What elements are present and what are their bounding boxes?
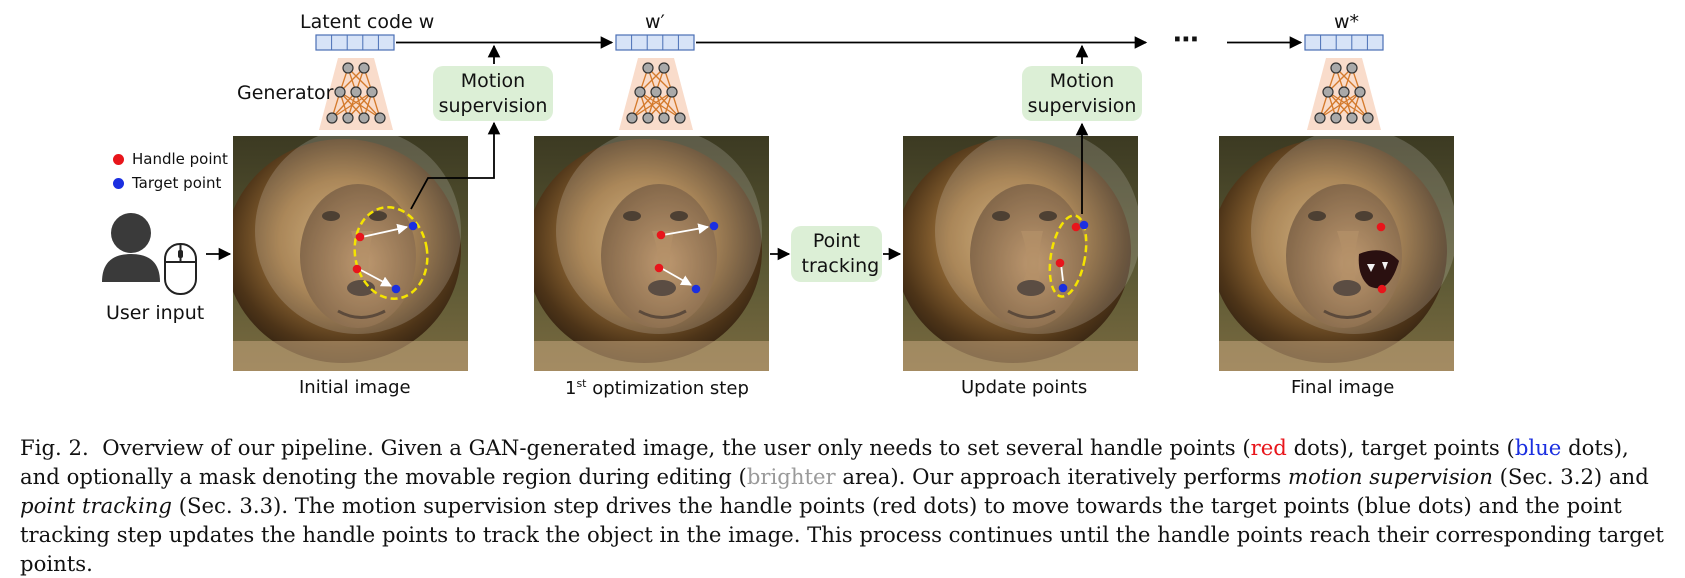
initial-image-label: Initial image: [299, 377, 411, 398]
caption-text: (Sec. 3.2) and: [1492, 464, 1649, 489]
update-points-image: [903, 136, 1138, 371]
initial-image: [233, 136, 468, 371]
final-image-label: Final image: [1291, 377, 1395, 398]
caption-text: dots), target points (: [1286, 435, 1515, 460]
figure-caption: Fig. 2. Overview of our pipeline. Given …: [20, 433, 1668, 578]
caption-red-word: red: [1250, 435, 1287, 460]
caption-text: (Sec. 3.3). The motion supervision step …: [20, 493, 1664, 576]
w-star-label: w*: [1334, 11, 1360, 33]
user-input-label: User input: [106, 302, 205, 324]
diagram-canvas: [102, 34, 1454, 371]
caption-blue-word: blue: [1514, 435, 1562, 460]
step-number: 1: [565, 378, 577, 399]
final-image: [1219, 136, 1454, 371]
latent-code-label: Latent code w: [300, 11, 435, 33]
step-text: optimization step: [586, 378, 749, 399]
latent-code-w: [315, 34, 395, 51]
user-icon: [102, 213, 160, 282]
legend-handle-label: Handle point: [132, 150, 228, 168]
motion-supervision-label: Motion supervision: [1027, 69, 1137, 117]
motion-supervision-label: Motion supervision: [438, 69, 548, 117]
w-prime-label: w′: [645, 11, 665, 33]
generator-2: [618, 57, 694, 131]
point-tracking-label: Point tracking: [801, 230, 880, 277]
point-tracking-box: Point tracking: [791, 226, 882, 282]
legend-handle: Handle point: [113, 150, 228, 168]
caption-text: area). Our approach iteratively performs: [835, 464, 1289, 489]
caption-fig-number: Fig. 2.: [20, 435, 89, 460]
caption-point-tracking: point tracking: [20, 493, 172, 518]
first-step-label: 1st optimization step: [565, 377, 749, 399]
handle-dot-icon: [113, 153, 124, 165]
legend-target-label: Target point: [132, 174, 222, 192]
legend-target: Target point: [113, 174, 221, 192]
caption-text: dots), and optionally a mask denoting th…: [20, 435, 1629, 489]
motion-supervision-box-1: Motion supervision: [433, 66, 553, 121]
mouse-icon: [164, 243, 197, 295]
latent-code-w-star: [1304, 34, 1384, 51]
update-points-label: Update points: [961, 377, 1088, 398]
generator-label: Generator: [237, 82, 334, 104]
generator-3: [1306, 57, 1382, 131]
step-ordinal: st: [576, 377, 587, 390]
target-dot-icon: [113, 177, 124, 189]
pipeline-diagram: Latent code w w′ w* ⋯ Generator Motion s…: [102, 11, 1454, 399]
caption-motion-supervision: motion supervision: [1288, 464, 1493, 489]
first-step-image: [534, 136, 769, 371]
ellipsis: ⋯: [1173, 24, 1202, 54]
caption-brighter-word: brighter: [746, 464, 836, 489]
latent-code-w-prime: [615, 34, 695, 51]
motion-supervision-box-2: Motion supervision: [1022, 66, 1142, 121]
arrow-initial-to-ms: [410, 121, 501, 210]
caption-text: Overview of our pipeline. Given a GAN-ge…: [102, 435, 1251, 460]
